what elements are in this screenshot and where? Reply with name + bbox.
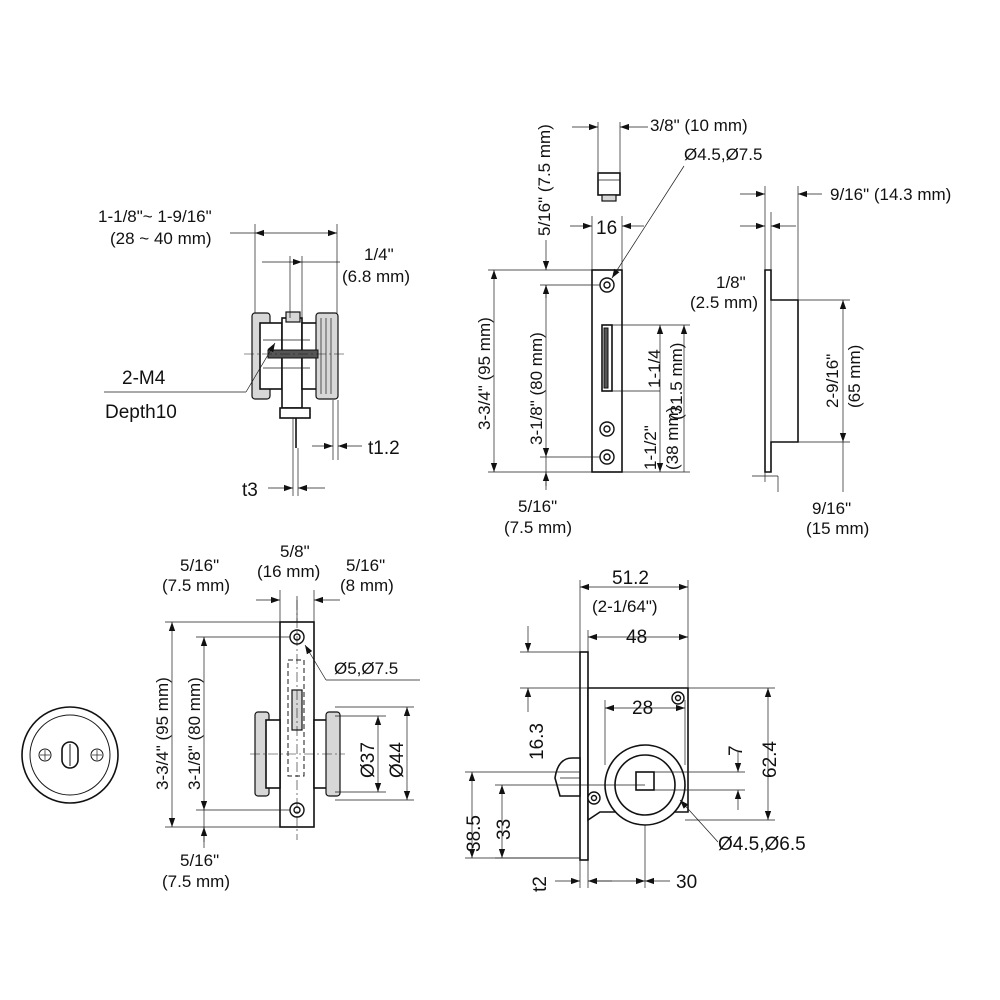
dim-bottom-in: 5/16" xyxy=(518,497,557,516)
dim-lock-holes: Ø5,Ø7.5 xyxy=(334,659,398,678)
latch-bolt xyxy=(554,757,581,797)
dim-28: 28 xyxy=(632,698,653,719)
dim-pitch: 3-1/8" (80 mm) xyxy=(527,332,546,445)
dim-62-4: 62.4 xyxy=(760,741,781,778)
strike-side-view: 9/16" (14.3 mm) 1/8" (2.5 mm) 2-9/16" (6… xyxy=(690,185,951,538)
strike-plate xyxy=(279,407,311,419)
lock-body-side-view: 51.2 (2-1/64") 48 28 16.3 7 62.4 38.5 xyxy=(464,568,806,893)
dim-range-mm: (28 ~ 40 mm) xyxy=(110,229,212,248)
dim-left-mm: (7.5 mm) xyxy=(162,576,230,595)
dim-height-mm: (65 mm) xyxy=(845,345,864,408)
dim-mid-in: 5/8" xyxy=(280,542,310,561)
dim-mid-mm: (16 mm) xyxy=(257,562,320,581)
dim-lock-height: 3-3/4" (95 mm) xyxy=(153,677,172,790)
dim-quarter-in: 1/4" xyxy=(364,245,394,264)
square-hub xyxy=(635,771,655,791)
dim-d44: Ø44 xyxy=(387,742,408,778)
dim-slot-a: 1-1/4 xyxy=(645,349,664,388)
indicator-front-view xyxy=(21,706,119,804)
dim-range-in: 1-1/8"~ 1-9/16" xyxy=(98,207,212,226)
lock-front-view: 5/16" (7.5 mm) 5/8" (16 mm) 5/16" (8 mm)… xyxy=(153,542,420,891)
dim-lock-bottom-in: 5/16" xyxy=(180,851,219,870)
dim-38-5: 38.5 xyxy=(464,815,485,852)
dim-51-2-in: (2-1/64") xyxy=(592,597,658,616)
dim-t1-2: t1.2 xyxy=(368,438,400,459)
dim-height-in: 2-9/16" xyxy=(823,354,842,408)
screw-right xyxy=(90,748,104,762)
dim-bottom-mm-right: (15 mm) xyxy=(806,519,869,538)
dim-slot-b: 1-1/2" xyxy=(641,425,660,470)
dim-slot-b-mm: (38 mm) xyxy=(663,407,682,470)
dim-lock-pitch: 3-1/8" (80 mm) xyxy=(185,677,204,790)
dim-small-mm: (2.5 mm) xyxy=(690,293,758,312)
dim-48: 48 xyxy=(626,627,647,648)
dim-16-3: 16.3 xyxy=(527,723,548,760)
dim-total-height: 3-3/4" (95 mm) xyxy=(475,317,494,430)
side-section-view: 1-1/8"~ 1-9/16" (28 ~ 40 mm) 1/4" (6.8 m… xyxy=(98,207,410,501)
dim-right-mm: (8 mm) xyxy=(340,576,394,595)
dim-t3: t3 xyxy=(242,480,258,501)
dim-plate-width: 16 xyxy=(596,218,617,239)
screw-left xyxy=(38,748,52,762)
dim-side-top: 9/16" (14.3 mm) xyxy=(830,185,951,204)
dim-top-width: 3/8" (10 mm) xyxy=(650,116,748,135)
dim-t2: t2 xyxy=(530,876,551,892)
dim-left-in: 5/16" xyxy=(180,556,219,575)
door-block xyxy=(281,317,303,409)
note-thread: 2-M4 xyxy=(122,368,166,389)
pin-cap xyxy=(597,172,621,196)
strike-plate-front-view: 3/8" (10 mm) Ø4.5,Ø7.5 5/16" (7.5 mm) 16… xyxy=(475,116,762,537)
right-knob xyxy=(315,312,339,400)
dim-bottom-in-right: 9/16" xyxy=(812,499,851,518)
side-profile xyxy=(764,269,799,473)
face-plate xyxy=(579,651,589,861)
indicator-inner-ring xyxy=(29,714,111,796)
dim-quarter-mm: (6.8 mm) xyxy=(342,267,410,286)
dim-top-holes: Ø4.5,Ø7.5 xyxy=(684,145,762,164)
latch-top xyxy=(285,311,301,323)
dim-7: 7 xyxy=(726,745,747,756)
dim-bottom-mm: (7.5 mm) xyxy=(504,518,572,537)
hidden-body xyxy=(287,659,305,777)
dim-slot-a-mm: (31.5 mm) xyxy=(667,343,686,420)
dim-d37: Ø37 xyxy=(358,742,379,778)
dim-side-text: 5/16" (7.5 mm) xyxy=(535,124,554,236)
dim-33: 33 xyxy=(494,819,515,840)
note-depth: Depth10 xyxy=(105,402,177,423)
dim-small-in: 1/8" xyxy=(716,273,746,292)
dim-body-holes: Ø4.5,Ø6.5 xyxy=(718,834,806,855)
dim-30: 30 xyxy=(676,872,697,893)
pin-base xyxy=(601,194,617,202)
dim-lock-bottom-mm: (7.5 mm) xyxy=(162,872,230,891)
dim-51-2: 51.2 xyxy=(612,568,649,589)
dim-right-in: 5/16" xyxy=(346,556,385,575)
